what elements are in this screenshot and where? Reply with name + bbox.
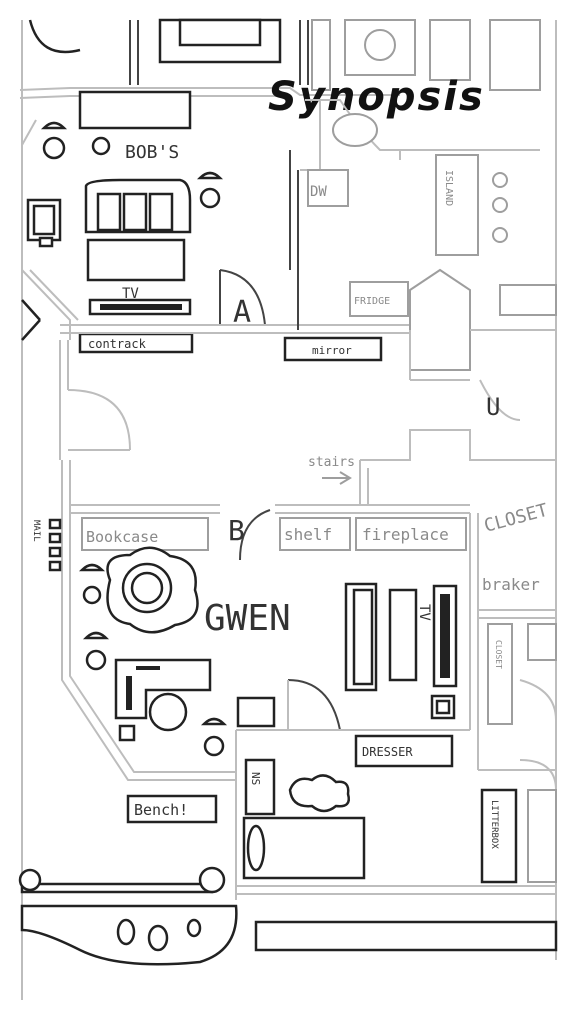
label-shelf: shelf (284, 525, 332, 544)
label-litter-box: LITTERBOX (489, 800, 499, 849)
stool-icon (85, 649, 107, 671)
label-closet-small: CLOSET (494, 640, 503, 669)
label-breaker: braker (482, 575, 540, 594)
label-dresser: DRESSER (362, 745, 413, 759)
side-table (388, 588, 418, 682)
nightstand (244, 758, 276, 816)
arrow-icon (322, 471, 352, 485)
label-bench: Bench! (134, 801, 188, 819)
label-tv-top: TV (122, 286, 139, 302)
label-bookcase: Bookcase (86, 528, 158, 546)
cloud-rug (288, 774, 350, 813)
label-fireplace: fireplace (362, 525, 449, 544)
label-tv-side: TV (416, 604, 432, 621)
stool-icon (199, 187, 221, 209)
corner-desk (114, 658, 212, 720)
lamp-icon (196, 171, 224, 180)
stool-icon (203, 735, 225, 757)
stool-icon (82, 585, 102, 605)
hallway (59, 340, 556, 505)
top-walls (19, 18, 541, 99)
label-bobs: BOB'S (125, 142, 179, 163)
label-door-b: B (228, 514, 245, 547)
closets (478, 460, 557, 791)
label-stairs: stairs (308, 455, 355, 470)
lamp-icon (78, 563, 106, 572)
long-counter (254, 920, 558, 952)
label-door-a: A (233, 295, 251, 330)
desk-chair (148, 692, 188, 732)
bench (126, 794, 218, 824)
sink (332, 113, 378, 147)
lamp-icon (200, 717, 228, 726)
dishwasher (307, 169, 349, 207)
bobs-room (21, 90, 410, 354)
label-mirror: mirror (312, 344, 352, 357)
lamp-icon (82, 631, 110, 640)
dresser (354, 734, 454, 768)
stairs-block (409, 268, 471, 371)
label-fridge: FRIDGE (354, 296, 390, 307)
label-contrack: contrack (88, 337, 147, 351)
litter-box (480, 788, 518, 884)
fireplace (355, 517, 467, 551)
fridge (349, 281, 409, 317)
label-mail: MAIL (31, 520, 41, 542)
kitchen (283, 99, 557, 421)
label-island: ISLAND (443, 170, 454, 206)
shelf (279, 517, 351, 551)
rail (20, 882, 214, 894)
coffee-table (86, 238, 186, 282)
desk-top (78, 90, 192, 130)
gwens-room (48, 460, 479, 900)
stool-icon (42, 136, 66, 160)
bottom-area (18, 758, 558, 966)
label-gwen: GWEN (204, 598, 291, 639)
page-title: Synopsis (268, 74, 485, 120)
lamp-icon (40, 121, 68, 130)
label-door-u: U (486, 393, 500, 421)
label-ns: NS (249, 772, 262, 785)
label-dw: DW (310, 184, 327, 200)
mirror-box (283, 336, 383, 362)
island (435, 154, 479, 256)
label-closet: CLOSET (482, 500, 550, 537)
